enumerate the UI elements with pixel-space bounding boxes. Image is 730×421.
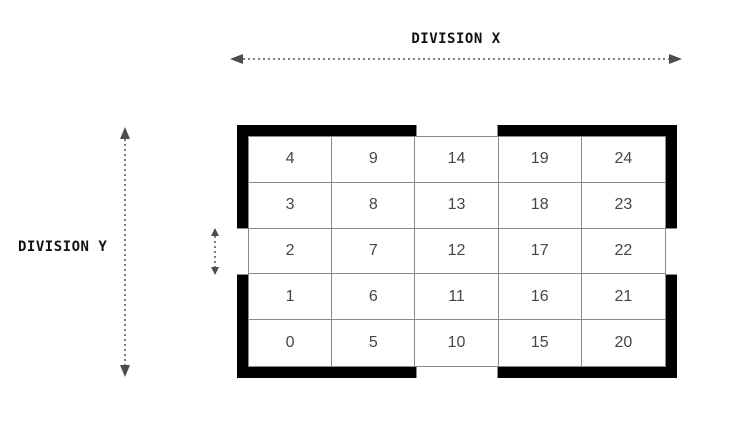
grid-cell: 9 xyxy=(332,137,416,183)
grid-cell: 3 xyxy=(249,182,333,229)
division-grid: 4 9 14 19 24 3 8 13 18 23 2 7 12 17 22 1… xyxy=(248,136,666,367)
opening-left xyxy=(237,228,248,275)
arrow-up-icon xyxy=(210,228,219,236)
grid-cell: 8 xyxy=(332,182,416,229)
grid-cell: 22 xyxy=(581,229,665,275)
opening-right xyxy=(666,228,677,275)
grid-cell: 0 xyxy=(249,320,333,366)
grid-cell: 23 xyxy=(581,183,665,229)
grid-box-wall: 4 9 14 19 24 3 8 13 18 23 2 7 12 17 22 1… xyxy=(237,125,677,378)
grid-cell: 16 xyxy=(498,274,582,321)
grid-cell: 13 xyxy=(415,182,499,229)
grid-cell: 17 xyxy=(498,228,582,275)
arrow-down-icon xyxy=(119,365,130,377)
grid-cell: 18 xyxy=(498,182,582,229)
arrow-left-icon xyxy=(230,53,243,64)
grid-cell: 4 xyxy=(249,137,333,183)
arrow-up-icon xyxy=(119,127,130,139)
grid-cell: 19 xyxy=(498,137,582,183)
grid-cell: 2 xyxy=(249,228,333,275)
grid-cell: 5 xyxy=(332,320,416,366)
dotted-line-vertical xyxy=(123,139,126,365)
division-x-label: DIVISION X xyxy=(411,31,501,47)
grid-cell: 10 xyxy=(415,320,499,366)
opening-height-arrow xyxy=(209,228,220,275)
dotted-line-horizontal xyxy=(243,57,669,60)
opening-bottom xyxy=(416,367,498,378)
grid-cell: 7 xyxy=(332,228,416,275)
dotted-line-vertical xyxy=(213,236,216,267)
arrow-down-icon xyxy=(210,267,219,275)
grid-cell: 15 xyxy=(499,320,582,366)
grid-cell: 14 xyxy=(415,137,499,183)
grid-cell: 12 xyxy=(415,228,499,275)
grid-cell: 11 xyxy=(415,274,499,321)
arrow-right-icon xyxy=(669,53,682,64)
opening-top xyxy=(416,125,498,136)
division-y-label: DIVISION Y xyxy=(18,239,108,255)
grid-cell: 20 xyxy=(614,334,633,352)
grid-cell: 21 xyxy=(581,274,665,321)
grid-cell: 24 xyxy=(581,137,665,183)
division-x-extent-arrow xyxy=(230,53,682,64)
grid-cell: 1 xyxy=(249,274,333,321)
grid-cell: 6 xyxy=(332,274,416,321)
division-y-extent-arrow xyxy=(119,127,130,377)
